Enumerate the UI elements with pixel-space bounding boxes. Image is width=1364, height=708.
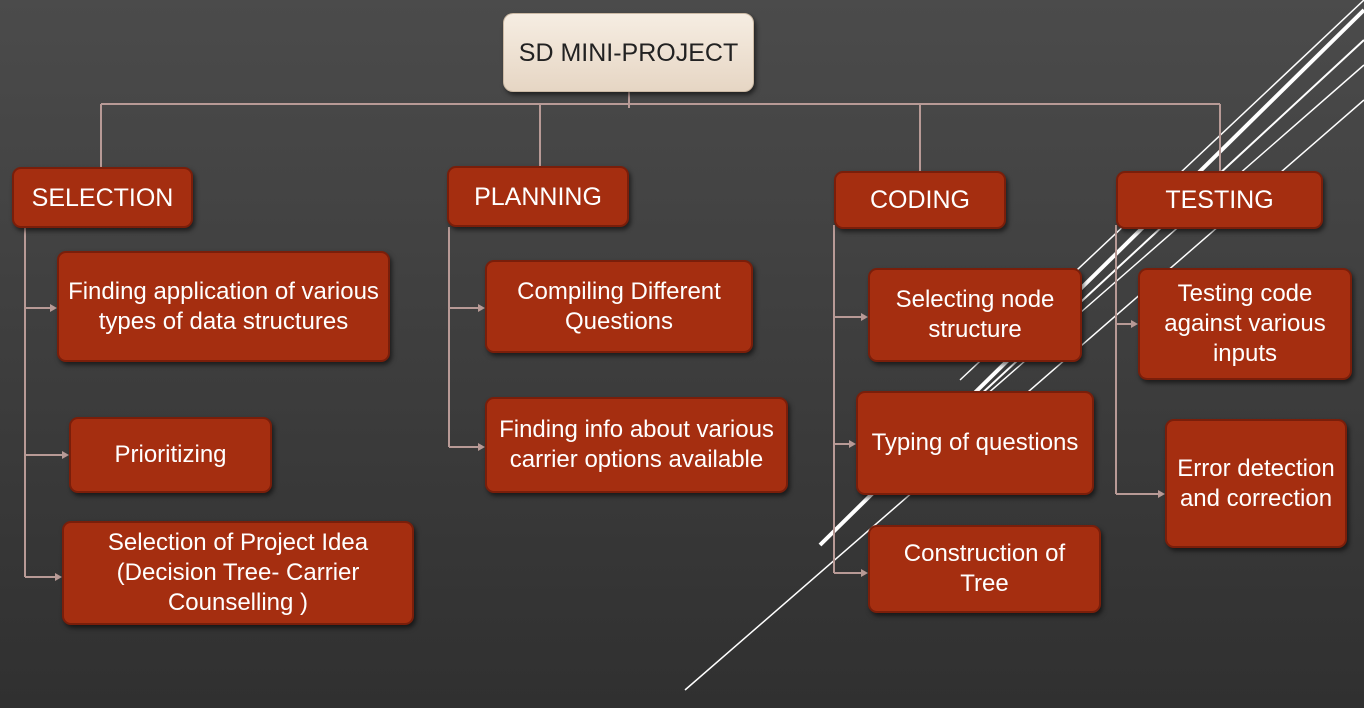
task-testing-code: Testing code against various inputs <box>1138 268 1352 380</box>
task-prioritizing: Prioritizing <box>69 417 272 493</box>
branch-coding: CODING <box>834 171 1006 229</box>
task-selecting-node-structure: Selecting node structure <box>868 268 1082 362</box>
task-compiling-questions: Compiling Different Questions <box>485 260 753 353</box>
task-finding-application: Finding application of various types of … <box>57 251 390 362</box>
task-selection-of-project-idea: Selection of Project Idea (Decision Tree… <box>62 521 414 625</box>
task-error-detection: Error detection and correction <box>1165 419 1347 548</box>
task-typing-of-questions: Typing of questions <box>856 391 1094 495</box>
connector-lines <box>24 92 1221 578</box>
branch-testing: TESTING <box>1116 171 1323 229</box>
task-construction-of-tree: Construction of Tree <box>868 525 1101 613</box>
branch-planning: PLANNING <box>447 166 629 227</box>
task-finding-info: Finding info about various carrier optio… <box>485 397 788 493</box>
connector-arrowheads <box>50 304 1165 581</box>
branch-selection: SELECTION <box>12 167 193 228</box>
root-node: SD MINI-PROJECT <box>503 13 754 92</box>
